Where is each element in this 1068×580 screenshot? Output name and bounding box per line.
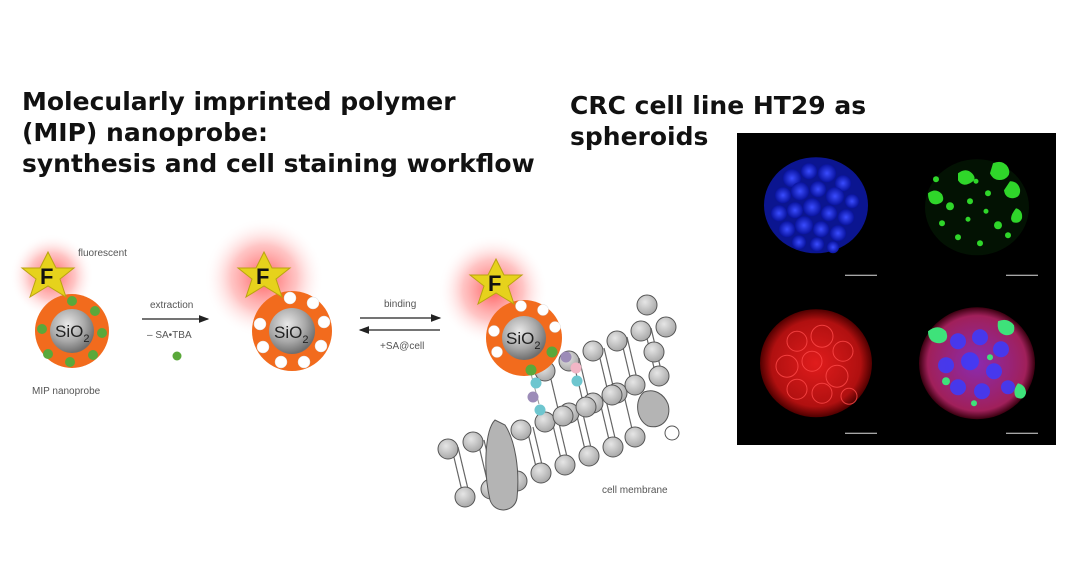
glycan-bead <box>527 391 539 403</box>
green-probe-panel <box>898 133 1056 288</box>
binding-label: binding <box>384 299 416 310</box>
merged-image <box>919 306 1038 434</box>
right-title-line-2: spheroids <box>570 122 709 151</box>
core-label: SiO2 <box>274 323 308 346</box>
extracted-mip-particle: SiO2 F <box>204 218 332 371</box>
core-label: SiO2 <box>506 329 540 352</box>
left-title: Molecularly imprinted polymer (MIP) nano… <box>22 86 542 179</box>
transmembrane-protein <box>485 419 519 511</box>
extraction-label: extraction <box>150 300 193 311</box>
free-molecule <box>664 425 680 441</box>
fluorophore-star-icon <box>20 250 76 299</box>
template-dot-icon <box>172 351 182 361</box>
bound-template-dot <box>546 346 558 358</box>
core-label: SiO2 <box>55 322 89 345</box>
glycan-bead <box>530 377 542 389</box>
glycan-bead <box>560 351 572 363</box>
left-title-line-1: Molecularly imprinted polymer <box>22 87 456 116</box>
fluorescent-label: fluorescent <box>78 248 127 259</box>
extraction-step: extraction – SA•TBA <box>142 300 210 361</box>
red-actin-panel <box>737 290 895 445</box>
binding-step: binding +SA@cell <box>358 299 442 352</box>
membrane-protein <box>637 390 670 428</box>
glycan-bead <box>571 375 583 387</box>
left-title-line-3: synthesis and cell staining workflow <box>22 149 535 178</box>
binding-target-label: +SA@cell <box>380 341 424 352</box>
right-title: CRC cell line HT29 as spheroids <box>570 90 870 152</box>
fluorophore-star-icon <box>468 257 524 306</box>
bound-nanoprobe-particle: SiO2 F <box>438 235 562 376</box>
cell-membrane <box>437 294 680 511</box>
bound-template-dot <box>525 364 537 376</box>
empty-cavities <box>253 291 331 369</box>
mip-nanoprobe-particle: SiO2 F <box>10 234 109 368</box>
silica-core <box>269 308 315 354</box>
blue-nuclei-panel <box>737 133 895 288</box>
right-title-line-1: CRC cell line HT29 as <box>570 91 867 120</box>
microscopy-grid <box>737 133 1056 445</box>
fluorophore-star-icon <box>236 250 292 299</box>
extraction-removal-label: – SA•TBA <box>147 330 192 341</box>
merged-panel <box>898 290 1056 445</box>
cell-membrane-label: cell membrane <box>602 485 668 496</box>
sialic-acid-bead <box>570 362 582 374</box>
fluorophore-letter: F <box>488 271 501 296</box>
green-probe-image <box>925 159 1038 276</box>
fluorophore-letter: F <box>40 264 53 289</box>
red-actin-image <box>760 308 877 434</box>
fluorophore-letter: F <box>256 264 269 289</box>
blue-nuclei-image <box>764 157 877 276</box>
empty-cavities <box>488 300 561 358</box>
template-dots <box>37 296 107 367</box>
glycan-bead <box>534 404 546 416</box>
silica-core <box>502 316 546 360</box>
left-title-line-2: (MIP) nanoprobe: <box>22 118 268 147</box>
silica-core <box>50 309 94 353</box>
mip-nanoprobe-label: MIP nanoprobe <box>32 386 101 397</box>
